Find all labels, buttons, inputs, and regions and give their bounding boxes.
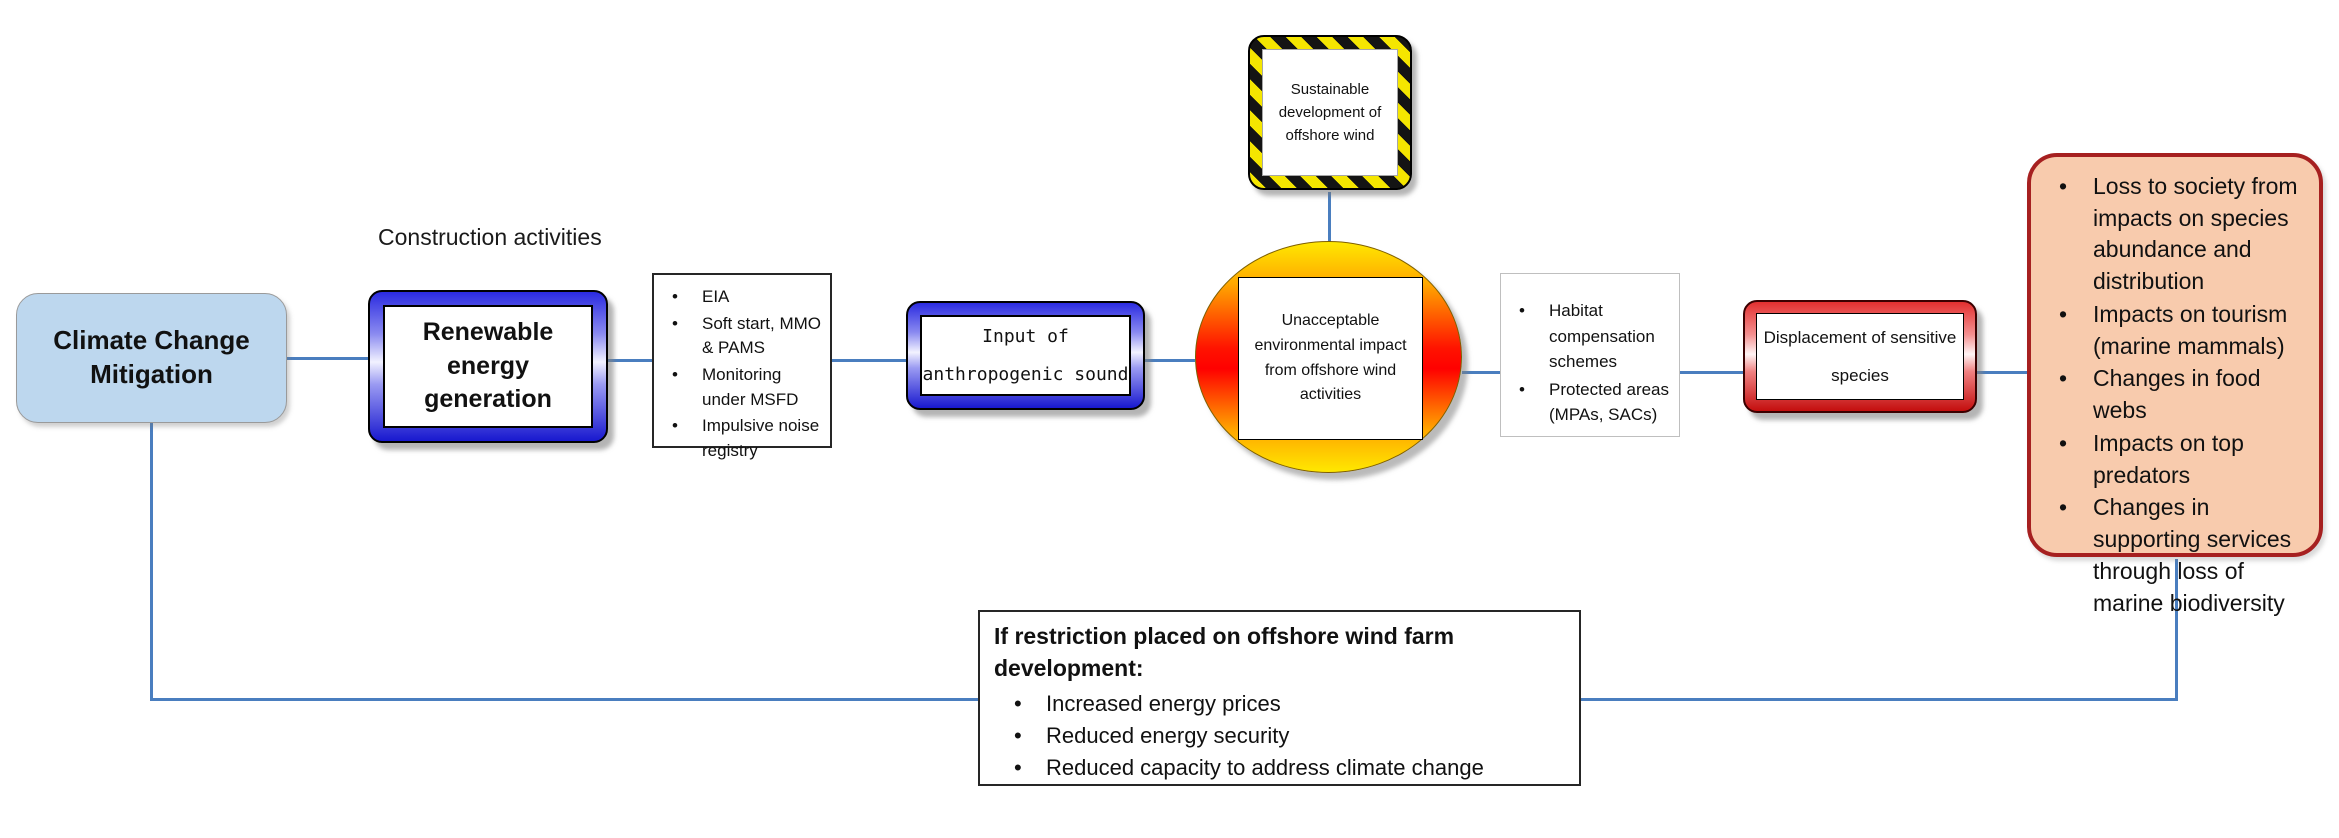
list-item: EIA	[660, 285, 822, 310]
connector-restriction-right	[1581, 698, 2178, 701]
connector-displacement-outcomes	[1977, 371, 2027, 374]
impact-label: Unacceptable environmental impact from o…	[1238, 277, 1423, 440]
construction-activities-label: Construction activities	[378, 224, 602, 250]
connector-climate-renewable	[287, 357, 368, 360]
node-compensation-list: Habitat compensation schemes Protected a…	[1500, 273, 1680, 437]
list-item: Changes in food webs	[2037, 363, 2309, 426]
list-item: Increased energy prices	[994, 688, 1565, 720]
renewable-label: Renewable energy generation	[383, 305, 593, 428]
node-climate-change-mitigation: Climate Change Mitigation	[16, 293, 287, 423]
restriction-title: If restriction placed on offshore wind f…	[994, 623, 1455, 682]
node-input-anthropogenic-sound: Input of anthropogenic sound	[906, 301, 1145, 410]
list-item: Changes in supporting services through l…	[2037, 492, 2309, 619]
societal-impacts-items: Loss to society from impacts on species …	[2037, 171, 2309, 619]
connector-sound-impact	[1145, 359, 1195, 362]
connector-climate-down	[150, 423, 153, 701]
node-mitigation-measures-list: EIA Soft start, MMO & PAMS Monitoring un…	[652, 273, 832, 460]
compensation-items: Habitat compensation schemes Protected a…	[1507, 298, 1671, 428]
list-item: Reduced energy security	[994, 720, 1565, 752]
connector-compensation-displacement	[1680, 371, 1743, 374]
list-item: Reduced capacity to address climate chan…	[994, 752, 1565, 784]
list-item: Protected areas (MPAs, SACs)	[1507, 377, 1671, 428]
connector-sustainable-impact	[1328, 192, 1331, 242]
connector-renewable-measures	[608, 359, 652, 362]
list-item: Soft start, MMO & PAMS	[660, 312, 822, 361]
list-item: Impacts on top predators	[2037, 428, 2309, 491]
mitigation-measures-items: EIA Soft start, MMO & PAMS Monitoring un…	[660, 285, 822, 463]
node-societal-impacts: Loss to society from impacts on species …	[2027, 153, 2323, 616]
connector-left-restriction	[150, 698, 978, 701]
restriction-items: Increased energy prices Reduced energy s…	[994, 688, 1565, 784]
connector-measures-sound	[832, 359, 906, 362]
node-displacement-sensitive-species: Displacement of sensitive species	[1743, 300, 1977, 413]
displacement-label: Displacement of sensitive species	[1756, 313, 1964, 400]
sound-label: Input of anthropogenic sound	[920, 315, 1131, 396]
node-restriction-consequences: If restriction placed on offshore wind f…	[978, 610, 1581, 786]
list-item: Habitat compensation schemes	[1507, 298, 1671, 375]
list-item: Impacts on tourism (marine mammals)	[2037, 299, 2309, 362]
list-item: Loss to society from impacts on species …	[2037, 171, 2309, 298]
list-item: Monitoring under MSFD	[660, 363, 822, 412]
connector-outcomes-down	[2175, 559, 2178, 701]
node-sustainable-development: Sustainable development of offshore wind	[1248, 35, 1412, 190]
list-item: Impulsive noise registry	[660, 414, 822, 463]
node-renewable-energy-generation: Renewable energy generation	[368, 290, 608, 443]
sustainable-label: Sustainable development of offshore wind	[1262, 49, 1398, 176]
node-unacceptable-impact-ellipse: Unacceptable environmental impact from o…	[1195, 241, 1462, 473]
climate-label: Climate Change Mitigation	[53, 325, 250, 389]
connector-impact-compensation	[1462, 371, 1500, 374]
